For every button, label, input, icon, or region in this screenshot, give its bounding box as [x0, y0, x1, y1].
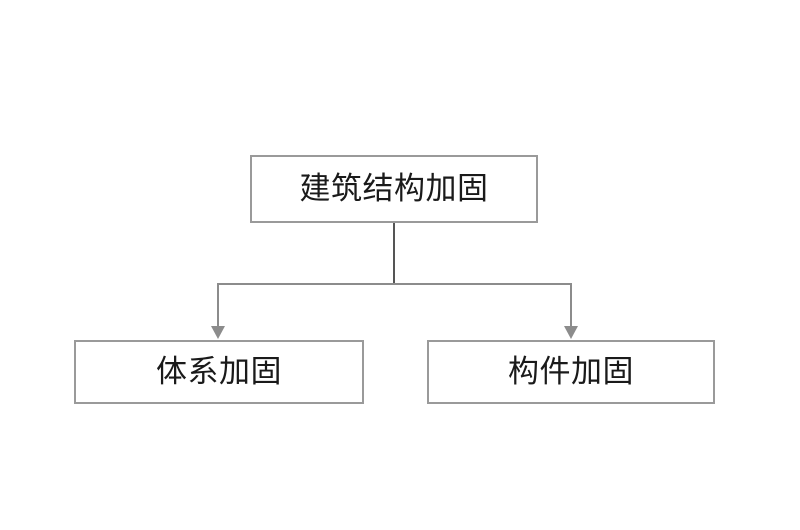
edge-root-to-system-arrowhead-icon: [211, 326, 225, 339]
node-system[interactable]: 体系加固: [74, 340, 364, 404]
node-root[interactable]: 建筑结构加固: [250, 155, 538, 223]
node-component-label: 构件加固: [508, 353, 634, 390]
node-component[interactable]: 构件加固: [427, 340, 715, 404]
edge-root-to-component-arrowhead-icon: [564, 326, 578, 339]
node-root-label: 建筑结构加固: [299, 170, 489, 207]
node-system-label: 体系加固: [156, 353, 282, 390]
